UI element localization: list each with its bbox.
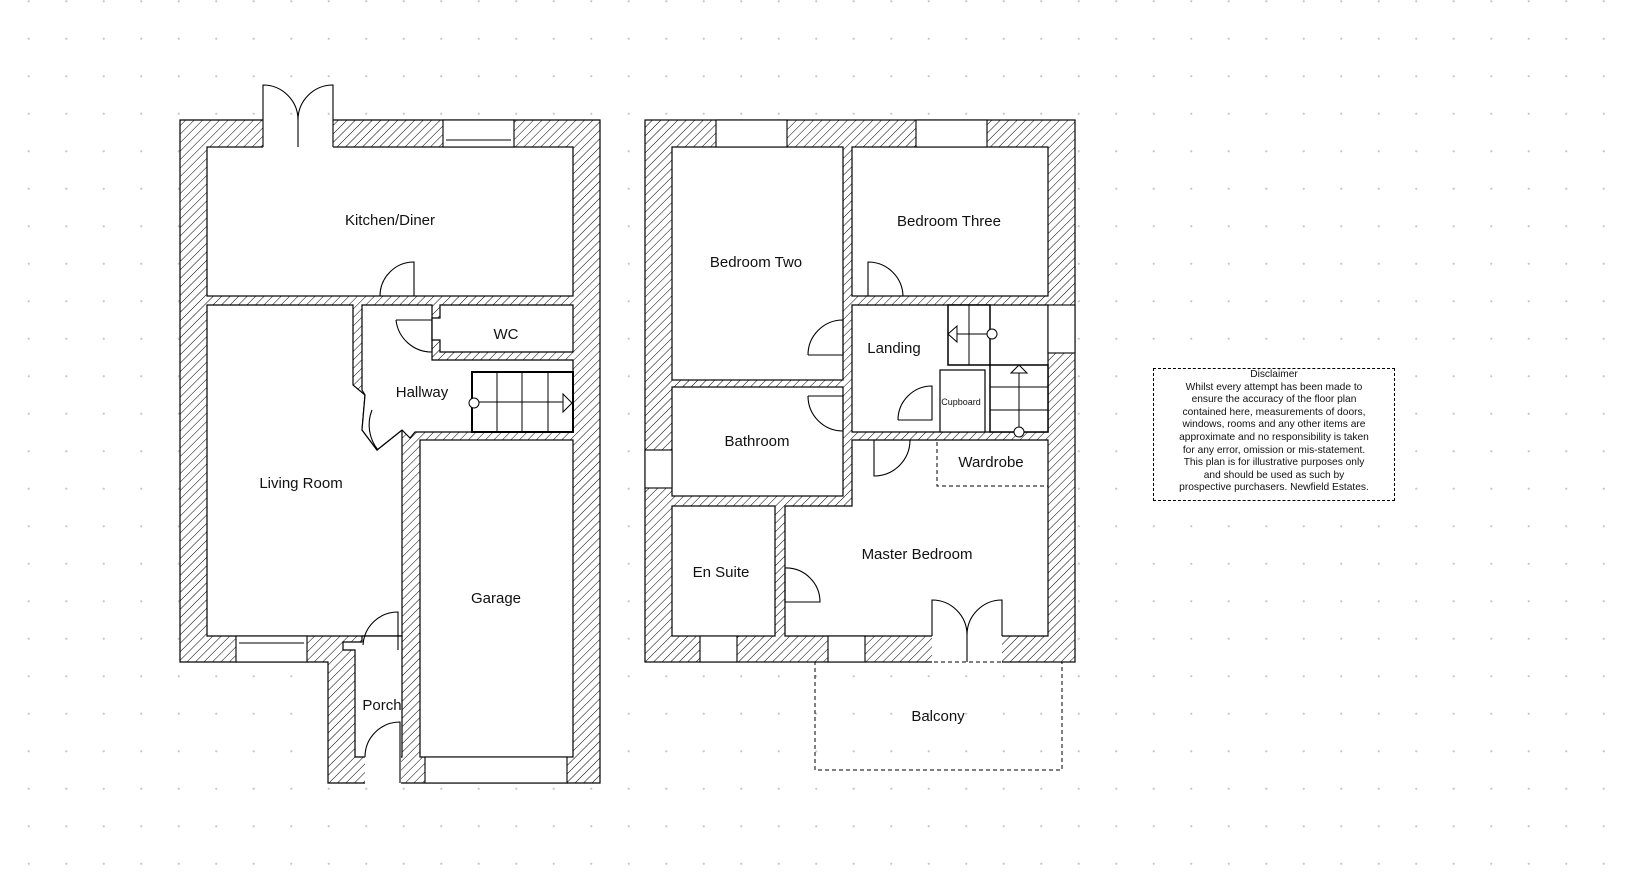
disclaimer-box: Disclaimer Whilst every attempt has been… xyxy=(1153,368,1395,501)
door-swing-icon xyxy=(807,319,844,356)
cupboard xyxy=(939,369,986,433)
ground-floor: Kitchen/Diner WC Hallway Living Room Gar… xyxy=(179,84,601,784)
room-label-bedroom-two: Bedroom Two xyxy=(710,254,802,271)
disclaimer-line: approximate and no responsibility is tak… xyxy=(1179,431,1369,443)
window xyxy=(715,119,788,148)
room-label-landing: Landing xyxy=(867,340,920,357)
door-swing-icon xyxy=(873,439,911,477)
window xyxy=(915,119,988,148)
door-swing-icon xyxy=(807,395,844,432)
french-doors-icon xyxy=(931,599,1003,662)
room-label-en-suite: En Suite xyxy=(693,564,750,581)
garage-door xyxy=(424,756,568,784)
en-suite xyxy=(671,505,776,637)
room-label-master-bedroom: Master Bedroom xyxy=(862,546,973,563)
ground-stairs xyxy=(468,371,574,433)
disclaimer-line: prospective purchasers. Newfield Estates… xyxy=(1179,482,1369,494)
room-label-bedroom-three: Bedroom Three xyxy=(897,213,1001,230)
window xyxy=(827,635,866,663)
room-label-wc: WC xyxy=(494,326,519,343)
window xyxy=(235,635,308,663)
disclaimer-line: for any error, omission or mis-statement… xyxy=(1182,444,1366,456)
room-label-garage: Garage xyxy=(471,590,521,607)
balcony-outline xyxy=(814,661,1063,771)
master-bedroom xyxy=(784,439,1049,637)
room-label-kitchen: Kitchen/Diner xyxy=(345,212,435,229)
disclaimer-line: This plan is for illustrative purposes o… xyxy=(1183,457,1365,469)
door-swing-icon xyxy=(362,611,399,650)
room-label-wardrobe: Wardrobe xyxy=(958,454,1023,471)
window xyxy=(442,119,515,148)
room-label-cupboard: Cupboard xyxy=(941,397,981,407)
room-label-hallway: Hallway xyxy=(396,384,449,401)
disclaimer-line: Whilst every attempt has been made to xyxy=(1185,381,1363,393)
wc xyxy=(431,304,574,353)
room-label-porch: Porch xyxy=(362,697,401,714)
first-floor-stairs xyxy=(947,304,1049,438)
door-swing-icon xyxy=(364,721,401,783)
bathroom xyxy=(671,386,844,497)
door-swing-icon xyxy=(867,261,904,297)
window xyxy=(699,635,738,663)
bedroom-two xyxy=(671,146,844,381)
window xyxy=(644,449,673,489)
disclaimer-line: ensure the accuracy of the floor plan xyxy=(1191,394,1357,406)
wardrobe-outline xyxy=(936,439,1049,487)
disclaimer-title: Disclaimer xyxy=(1250,369,1298,380)
window xyxy=(1047,304,1076,354)
door-swing-icon xyxy=(784,567,821,603)
door-swing-icon xyxy=(368,409,379,451)
disclaimer-line: windows, rooms and any other items are xyxy=(1182,419,1366,431)
disclaimer-line: contained here, measurements of doors, xyxy=(1182,406,1366,418)
room-label-balcony: Balcony xyxy=(911,708,965,725)
french-doors-icon xyxy=(262,84,334,147)
room-label-living: Living Room xyxy=(259,475,342,492)
first-floor: Bedroom Two Bedroom Three Landing Cupboa… xyxy=(644,119,1076,771)
door-swing-icon xyxy=(897,385,933,421)
bedroom-three xyxy=(851,146,1049,297)
disclaimer-line: and should be used as such by xyxy=(1203,469,1345,481)
door-swing-icon xyxy=(395,319,433,353)
door-swing-icon xyxy=(379,261,415,297)
room-label-bathroom: Bathroom xyxy=(724,433,789,450)
